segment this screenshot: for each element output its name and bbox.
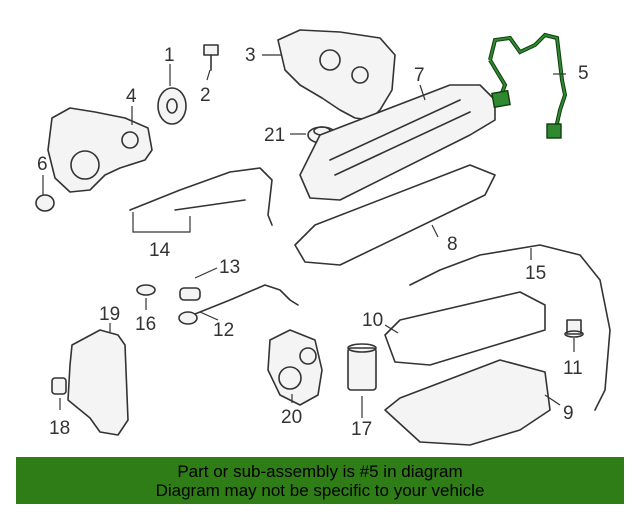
leader-lines (42, 54, 575, 418)
oil-filter (347, 343, 377, 391)
callout-21: 21 (264, 125, 285, 146)
plug (51, 377, 67, 395)
cooler-housing (67, 329, 129, 436)
dipstick-tube (409, 244, 611, 411)
callouts: 1 2 3 4 5 6 7 8 9 10 11 12 13 14 15 16 1… (37, 45, 589, 440)
valve-cover (299, 84, 496, 201)
timing-housing (277, 29, 396, 121)
callout-3: 3 (245, 45, 256, 66)
callout-11: 11 (563, 358, 583, 379)
banner-line-1: Part or sub-assembly is #5 in diagram (177, 462, 463, 481)
washer (136, 284, 156, 296)
callout-8: 8 (447, 234, 458, 255)
pulley (157, 87, 187, 125)
callout-15: 15 (525, 263, 546, 284)
callout-9: 9 (563, 403, 574, 424)
callout-5: 5 (578, 63, 589, 84)
callout-4: 4 (126, 86, 137, 107)
callout-13: 13 (219, 257, 240, 278)
harness-highlighted (488, 32, 568, 139)
oil-pickup-tube (178, 284, 299, 325)
banner-line-2: Diagram may not be specific to your vehi… (155, 481, 485, 500)
drain-plug (564, 319, 584, 338)
callout-14: 14 (149, 240, 171, 261)
pan-gasket (384, 291, 546, 366)
oil-pan (384, 359, 551, 446)
seal (35, 194, 55, 212)
oil-pump (267, 329, 323, 406)
callout-2: 2 (200, 85, 211, 106)
callout-19: 19 (99, 304, 120, 325)
callout-10: 10 (362, 310, 383, 331)
callout-18: 18 (49, 418, 70, 439)
parts-diagram: 1 2 3 4 5 6 7 8 9 10 11 12 13 14 15 16 1… (35, 29, 611, 446)
info-banner: Part or sub-assembly is #5 in diagram Di… (16, 457, 624, 504)
wiring-harness (129, 167, 273, 226)
callout-1: 1 (164, 45, 175, 66)
callout-6: 6 (37, 154, 48, 175)
callout-12: 12 (213, 320, 234, 341)
callout-7: 7 (414, 65, 425, 86)
callout-16: 16 (135, 314, 156, 335)
callout-20: 20 (281, 407, 302, 428)
callout-17: 17 (351, 419, 372, 440)
timing-cover (47, 107, 153, 193)
gasket (294, 164, 496, 266)
bolt (203, 44, 219, 71)
